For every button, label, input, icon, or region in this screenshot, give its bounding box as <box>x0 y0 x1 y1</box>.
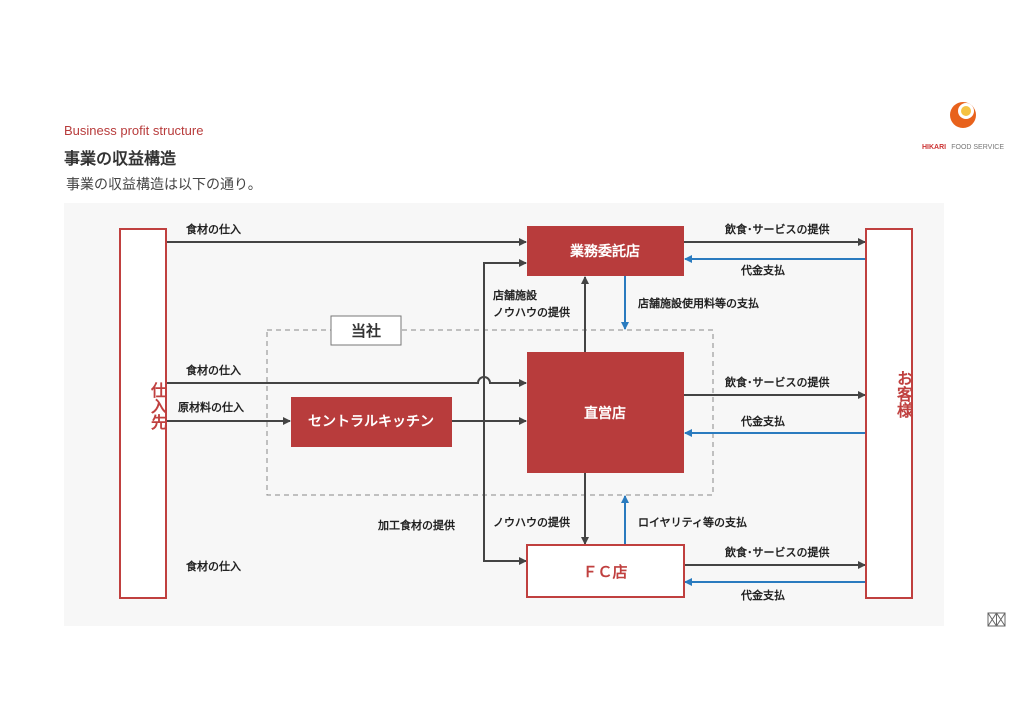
page-subtitle: Business profit structure <box>64 123 204 138</box>
label-processed-supply: 加工食材の提供 <box>377 518 455 532</box>
fc-store-box <box>526 544 685 598</box>
company-label: 当社 <box>351 322 381 340</box>
logo-text: FOOD SERVICE <box>951 144 1004 151</box>
label-food-purchase-2: 食材の仕入 <box>186 363 241 377</box>
fc-store-label: ＦＣ店 <box>582 563 627 581</box>
central-kitchen-box <box>291 397 452 447</box>
central-kitchen-label: セントラルキッチン <box>308 414 434 430</box>
consignment-store-label: 業務委託店 <box>569 243 640 260</box>
label-facility-fee: 店舗施設使用料等の支払 <box>638 296 759 310</box>
label-payment-1: 代金支払 <box>740 263 785 277</box>
customers-box <box>865 228 913 599</box>
direct-store-box <box>527 352 684 473</box>
page-title: 事業の収益構造 <box>64 149 177 168</box>
diagram-background <box>64 203 944 626</box>
label-food-purchase-3: 食材の仕入 <box>186 559 241 573</box>
label-payment-3: 代金支払 <box>740 588 785 602</box>
sun-logo-icon <box>950 102 976 128</box>
label-royalty: ロイヤリティ等の支払 <box>638 515 747 529</box>
label-facility: 店舗施設 <box>493 288 538 302</box>
label-knowhow-1: ノウハウの提供 <box>493 305 570 319</box>
label-payment-2: 代金支払 <box>740 414 785 428</box>
label-knowhow-2: ノウハウの提供 <box>493 515 570 529</box>
company-logo: HIKARI FOOD SERVICE <box>918 100 1008 153</box>
suppliers-box <box>119 228 167 599</box>
label-food-purchase-1: 食材の仕入 <box>186 222 241 236</box>
page-description: 事業の収益構造は以下の通り。 <box>66 177 262 193</box>
label-raw-purchase: 原材料の仕入 <box>178 400 244 414</box>
company-label-box <box>330 315 402 346</box>
direct-store-label: 直営店 <box>584 405 626 422</box>
consignment-store-box <box>527 226 684 276</box>
logo-brand: HIKARI <box>922 144 947 151</box>
label-service-2: 飲食･サービスの提供 <box>724 375 830 389</box>
label-service-3: 飲食･サービスの提供 <box>724 545 830 559</box>
label-service-1: 飲食･サービスの提供 <box>724 222 830 236</box>
expand-icon[interactable] <box>987 612 1006 627</box>
